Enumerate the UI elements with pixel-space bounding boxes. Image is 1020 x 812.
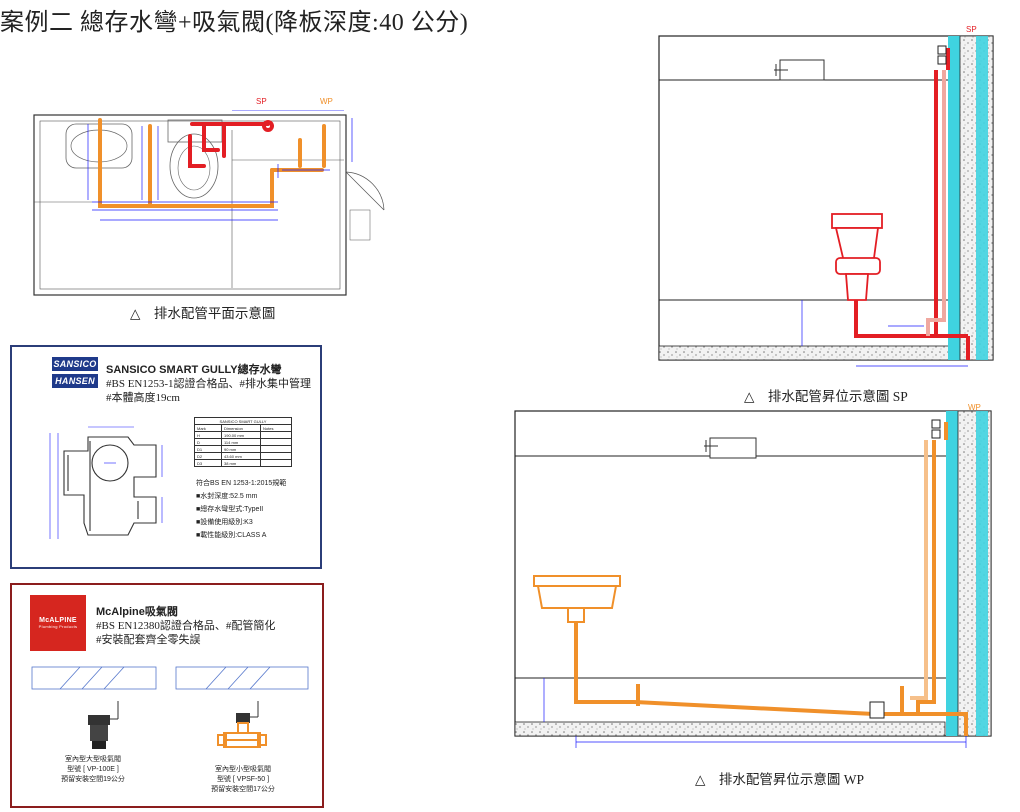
gully-table-cell: D1 (194, 445, 222, 453)
gully-table-cell (260, 459, 292, 467)
gully-table-cell: D (194, 438, 222, 446)
gully-table-cell: 90 mm (221, 445, 261, 453)
section-sp-label: SP (966, 25, 977, 34)
valve-tag-2: #安裝配套齊全零失誤 (96, 634, 201, 646)
gully-spec-item: ■總存水彎型式:TypeII (196, 506, 264, 513)
large-valve-label: 室內型大型吸氣閥 型號 [ VP-100E ] 預留安裝空間19公分 (58, 755, 128, 785)
large-valve-line-3: 預留安裝空間19公分 (61, 776, 125, 783)
valve-card: McALPINE Plumbing Products McAlpine吸氣閥 #… (10, 583, 324, 808)
gully-spec-item: ■設備使用級別:K3 (196, 519, 253, 526)
gully-table-cell: 190.00 mm (221, 431, 261, 439)
plan-caption: △ 排水配管平面示意圖 (130, 306, 276, 321)
large-valve-line-2: 型號 [ VP-100E ] (67, 766, 119, 773)
valve-name: McAlpine吸氣閥 (96, 606, 178, 618)
gully-spec-heading: 符合BS EN 1253-1:2015規範 (196, 480, 287, 487)
gully-spec-item: ■水封深度:52.5 mm (196, 493, 258, 500)
gully-card: SANSICO HANSEN SANSICO SMART GULLY總存水彎 #… (10, 345, 322, 569)
gully-table-cell: H (194, 431, 222, 439)
gully-table-cell: 38 mm (221, 459, 261, 467)
section-wp-label: WP (968, 403, 981, 412)
gully-table-cell (260, 452, 292, 460)
large-valve-line-1: 室內型大型吸氣閥 (65, 756, 121, 763)
gully-table-cell: D2 (194, 452, 222, 460)
section-sp-caption: △ 排水配管昇位示意圖 SP (744, 389, 908, 404)
plan-label-wp: WP (320, 97, 333, 106)
mcalpine-logo-subtext: Plumbing Products (38, 624, 78, 629)
mcalpine-logo-text: McALPINE (39, 617, 77, 624)
valve-drawing (31, 666, 309, 749)
plan-drawing (33, 110, 385, 296)
small-valve-label: 室內型小型吸氣閥 型號 [ VPSF-50 ] 預留安裝空間17公分 (208, 765, 278, 795)
gully-spec-item: ■載性能級別:CLASS A (196, 532, 267, 539)
valve-tag-1: #BS EN12380認證合格品、#配管簡化 (96, 620, 276, 632)
gully-table-cell (260, 445, 292, 453)
section-sp-drawing (658, 35, 994, 367)
hansen-logo: HANSEN (52, 374, 98, 388)
gully-table-cell: 114 mm (221, 438, 261, 446)
gully-drawing (49, 426, 163, 539)
mcalpine-logo: McALPINE Plumbing Products (30, 595, 86, 651)
page-title: 案例二 總存水彎+吸氣閥(降板深度:40 公分) (0, 10, 469, 36)
gully-table-header: Mark (194, 424, 222, 432)
gully-table-header: Dimension (221, 424, 261, 432)
gully-tag-2: #本體高度19cm (106, 392, 180, 404)
gully-table-title: SANSICO SMART GULLY (194, 417, 292, 425)
gully-table-cell: 43.60 mm (221, 452, 261, 460)
section-wp-caption: △ 排水配管昇位示意圖 WP (695, 772, 865, 787)
small-valve-line-2: 型號 [ VPSF-50 ] (216, 776, 270, 783)
gully-name: SANSICO SMART GULLY總存水彎 (106, 364, 282, 376)
section-wp-drawing (514, 410, 992, 748)
gully-table-cell (260, 431, 292, 439)
gully-table-cell (260, 438, 292, 446)
gully-specs: 符合BS EN 1253-1:2015規範 ■水封深度:52.5 mm ■總存水… (196, 477, 286, 542)
plan-label-sp: SP (256, 97, 267, 106)
sansico-logo: SANSICO (52, 357, 98, 371)
gully-spec-table: SANSICO SMART GULLY Mark Dimension Notes… (194, 417, 292, 467)
gully-table-header: Notes (260, 424, 292, 432)
gully-tag-1: #BS EN1253-1認證合格品、#排水集中管理 (106, 378, 312, 390)
small-valve-line-3: 預留安裝空間17公分 (211, 786, 275, 793)
gully-table-cell: D3 (194, 459, 222, 467)
small-valve-line-1: 室內型小型吸氣閥 (215, 766, 271, 773)
